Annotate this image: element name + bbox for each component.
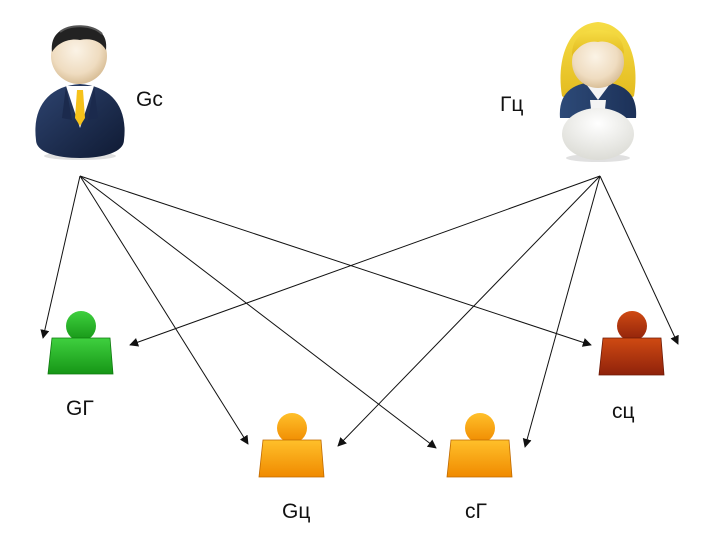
edge-mother-cc [599,175,679,345]
offspring-label: Gц [282,500,311,523]
edge-father-gc [79,175,249,445]
mother-label: Гц [500,93,524,116]
businessman-avatar-icon [35,25,125,160]
person-silhouette-icon [598,311,665,376]
person-silhouette-icon [446,413,513,478]
edge-father-gg [40,175,81,339]
father-label: Gc [136,88,163,111]
offspring-label: GГ [66,397,94,420]
offspring-label: сц [612,400,635,423]
edge-father-cc [79,175,592,347]
edges [40,175,679,449]
offspring-label: сГ [465,500,487,523]
person-silhouette-icon [47,311,114,375]
edge-mother-gc [337,175,601,447]
edge-mother-gg [129,175,601,347]
person-silhouette-icon [258,413,325,478]
woman-avatar-icon [559,22,637,162]
edge-mother-cg [522,175,601,448]
edge-father-cg [79,175,437,449]
